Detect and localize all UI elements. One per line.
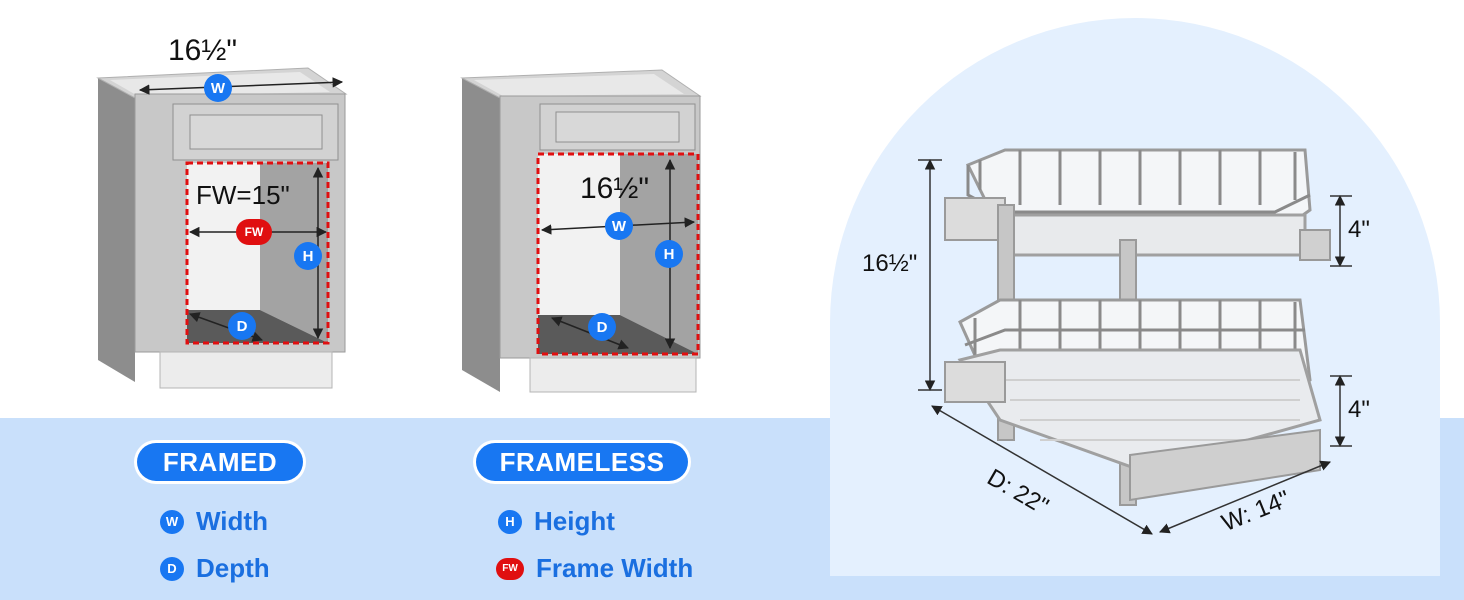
framed-width-badge: W [204,74,232,102]
framed-frame-width-badge: FW [236,219,272,245]
framed-width-label: 16½" [168,34,238,67]
legend-width: W Width [160,506,268,537]
frameless-cabinet [460,69,702,393]
legend-frame-width-label: Frame Width [536,553,694,583]
framed-depth-badge: D [228,312,256,340]
legend-depth: D Depth [160,553,270,584]
frameless-title: FRAMELESS [476,443,688,481]
frame-width-badge-icon: FW [496,557,524,580]
frameless-width-badge: W [605,212,633,240]
framed-height-badge: H [294,242,322,270]
frameless-depth-badge: D [588,313,616,341]
framed-cabinet [96,67,348,389]
legend-frame-width: FW Frame Width [496,553,693,584]
legend-depth-label: Depth [196,553,270,583]
width-badge-icon: W [160,509,184,534]
pull-out-organizer [944,148,1331,506]
legend-width-label: Width [196,506,268,536]
legend-height: H Height [498,506,615,537]
frameless-width-label: 16½" [580,172,650,205]
legend-height-label: Height [534,506,615,536]
organizer-dimensions [918,158,1352,535]
framed-title: FRAMED [137,443,303,481]
frameless-height-badge: H [655,240,683,268]
organizer-bottom-tier-label: 4" [1348,396,1370,423]
organizer-height-label: 16½" [862,250,918,277]
organizer-top-tier-label: 4" [1348,216,1370,243]
height-badge-icon: H [498,509,522,534]
framed-frame-width-label: FW=15" [196,180,290,210]
depth-badge-icon: D [160,556,184,581]
